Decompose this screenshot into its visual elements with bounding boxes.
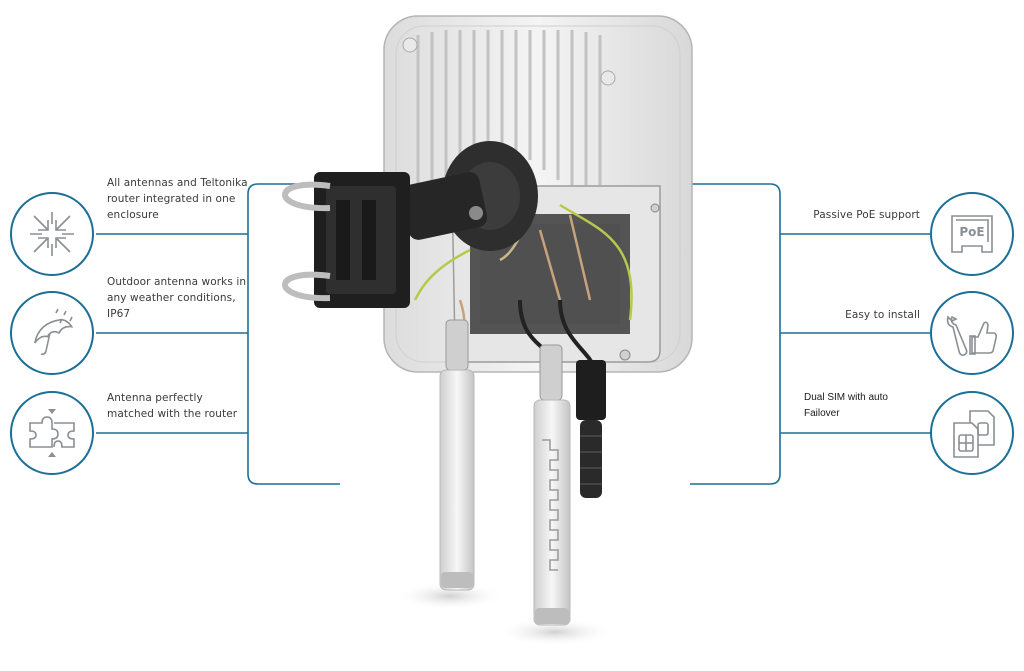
poe-port-icon: PoE <box>951 215 993 253</box>
feature-line: Outdoor antenna works in <box>107 276 247 288</box>
floor-shadow-right <box>495 618 615 646</box>
enclosure <box>383 15 693 373</box>
feature-icon-dual-sim <box>930 391 1014 475</box>
pole-mount <box>282 141 538 308</box>
poe-label: PoE <box>959 225 984 239</box>
umbrella-rain-icon <box>34 308 74 355</box>
feature-icon-matched <box>10 391 94 475</box>
left-connector-bracket <box>247 183 340 485</box>
feature-text-dual-sim: Dual SIM with auto Failover <box>804 390 924 422</box>
feature-line: All antennas and Teltonika <box>107 177 248 189</box>
feature-text-all-in-one: All antennas and Teltonika router integr… <box>107 175 257 223</box>
wrench-thumbs-up-icon <box>946 315 998 356</box>
feature-line: Antenna perfectly <box>107 392 203 404</box>
feature-icon-install <box>930 291 1014 375</box>
cable-gland <box>576 360 606 498</box>
feature-text-weather: Outdoor antenna works in any weather con… <box>107 274 257 322</box>
compress-arrows-icon <box>30 212 74 256</box>
feature-line: matched with the router <box>107 408 238 420</box>
floor-shadow-left <box>395 582 505 610</box>
feature-text-install: Easy to install <box>760 307 920 323</box>
feature-icon-all-in-one <box>10 192 94 276</box>
antenna-rod-right <box>533 344 571 626</box>
feature-line: router integrated in one <box>107 193 236 205</box>
right-connector-bracket <box>690 183 781 485</box>
feature-text-poe: Passive PoE support <box>760 207 920 223</box>
feature-line: IP67 <box>107 308 131 320</box>
feature-icon-poe: PoE <box>930 192 1014 276</box>
feature-icon-weather <box>10 291 94 375</box>
puzzle-icon <box>29 409 75 457</box>
antenna-rod-left <box>439 319 475 591</box>
feature-line: enclosure <box>107 209 159 221</box>
antenna-device-illustration <box>282 15 693 646</box>
feature-line: Passive PoE support <box>813 209 920 221</box>
feature-line: Dual SIM with auto <box>804 392 888 403</box>
feature-line: any weather conditions, <box>107 292 236 304</box>
feature-line: Failover <box>804 408 840 419</box>
dual-sim-icon <box>953 410 995 458</box>
feature-text-matched: Antenna perfectly matched with the route… <box>107 390 257 422</box>
feature-line: Easy to install <box>845 309 920 321</box>
